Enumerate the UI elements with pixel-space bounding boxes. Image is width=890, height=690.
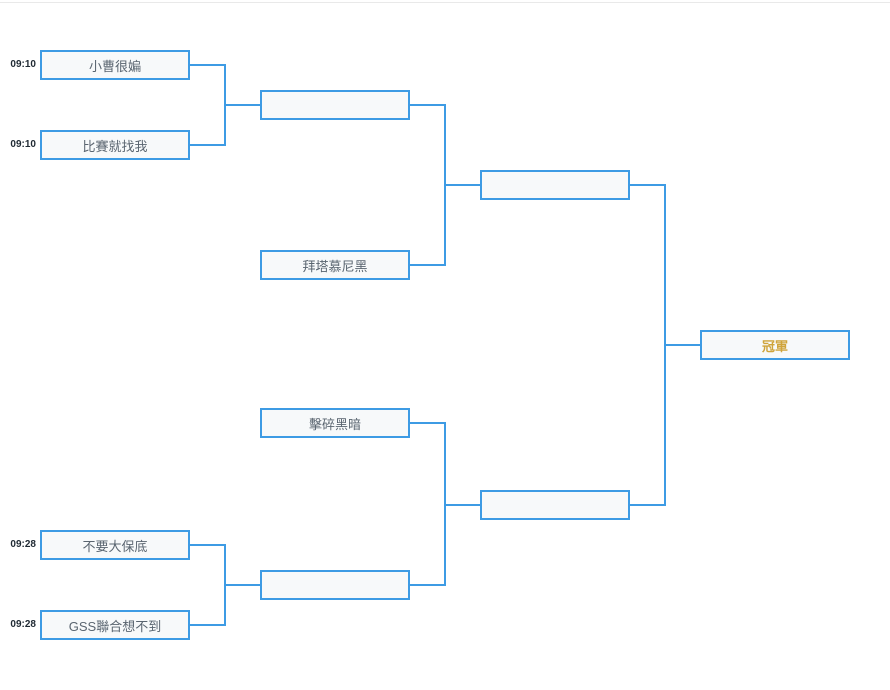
connector-hline <box>630 504 665 506</box>
team-name-label: 小曹很媥 <box>88 58 141 74</box>
match-time-label: 09:28 <box>10 619 36 630</box>
match-time-label: 09:28 <box>10 539 36 550</box>
connector-hline <box>190 64 225 66</box>
connector-hline <box>410 422 445 424</box>
connector-hline <box>410 584 445 586</box>
connector-hline <box>630 184 665 186</box>
team-name-label: 拜塔慕尼黑 <box>302 258 368 274</box>
match-box-round1-seat3[interactable]: 不要大保底 <box>40 530 190 560</box>
match-box-semifinal-bottom[interactable] <box>480 490 630 520</box>
connector-hline <box>224 584 260 586</box>
connector-hline <box>664 344 700 346</box>
champion-label: 冠軍 <box>761 338 788 354</box>
match-box-round1-seat2[interactable]: 比賽就找我 <box>40 130 190 160</box>
match-box-round2-seat1[interactable] <box>260 90 410 120</box>
connector-hline <box>190 544 225 546</box>
match-box-round2-seat3[interactable]: 擊碎黑暗 <box>260 408 410 438</box>
connector-hline <box>410 264 445 266</box>
champion-box[interactable]: 冠軍 <box>700 330 850 360</box>
connector-hline <box>444 184 480 186</box>
connector-hline <box>224 104 260 106</box>
match-box-semifinal-top[interactable] <box>480 170 630 200</box>
match-time-label: 09:10 <box>10 59 36 70</box>
team-name-label: 擊碎黑暗 <box>308 416 361 432</box>
team-name-label: 不要大保底 <box>82 538 148 554</box>
match-box-round1-seat1[interactable]: 小曹很媥 <box>40 50 190 80</box>
match-time-label: 09:10 <box>10 139 36 150</box>
team-name-label: GSS聯合想不到 <box>68 618 162 634</box>
match-box-round2-seat4[interactable] <box>260 570 410 600</box>
team-name-label: 比賽就找我 <box>82 138 148 154</box>
match-box-round2-seat2[interactable]: 拜塔慕尼黑 <box>260 250 410 280</box>
connector-hline <box>444 504 480 506</box>
connector-hline <box>410 104 445 106</box>
connector-hline <box>190 144 225 146</box>
connector-hline <box>190 624 225 626</box>
window-top-border <box>0 2 890 3</box>
match-box-round1-seat4[interactable]: GSS聯合想不到 <box>40 610 190 640</box>
